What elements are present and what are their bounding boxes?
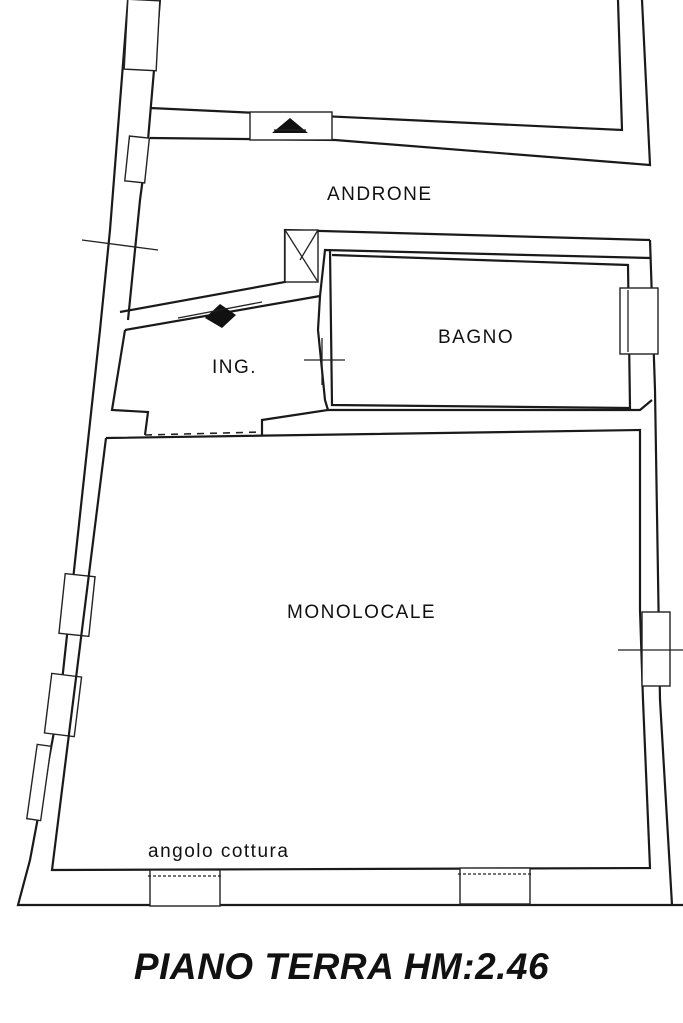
ingresso-walls <box>110 228 651 436</box>
room-label-bagno: BAGNO <box>438 327 514 348</box>
room-label-androne: ANDRONE <box>327 184 433 205</box>
kitchen-corner-label: angolo cottura <box>148 841 289 862</box>
bagno-walls <box>304 249 659 412</box>
dimension-marks <box>81 239 159 251</box>
left-windows <box>25 0 161 822</box>
room-label-monolocale: MONOLOCALE <box>287 602 436 623</box>
outer-walls <box>16 0 683 907</box>
top-door <box>249 111 333 141</box>
monolocale-walls <box>50 428 683 907</box>
floor-caption: PIANO TERRA HM:2.46 <box>133 946 550 987</box>
room-label-ingresso: ING. <box>212 357 257 378</box>
